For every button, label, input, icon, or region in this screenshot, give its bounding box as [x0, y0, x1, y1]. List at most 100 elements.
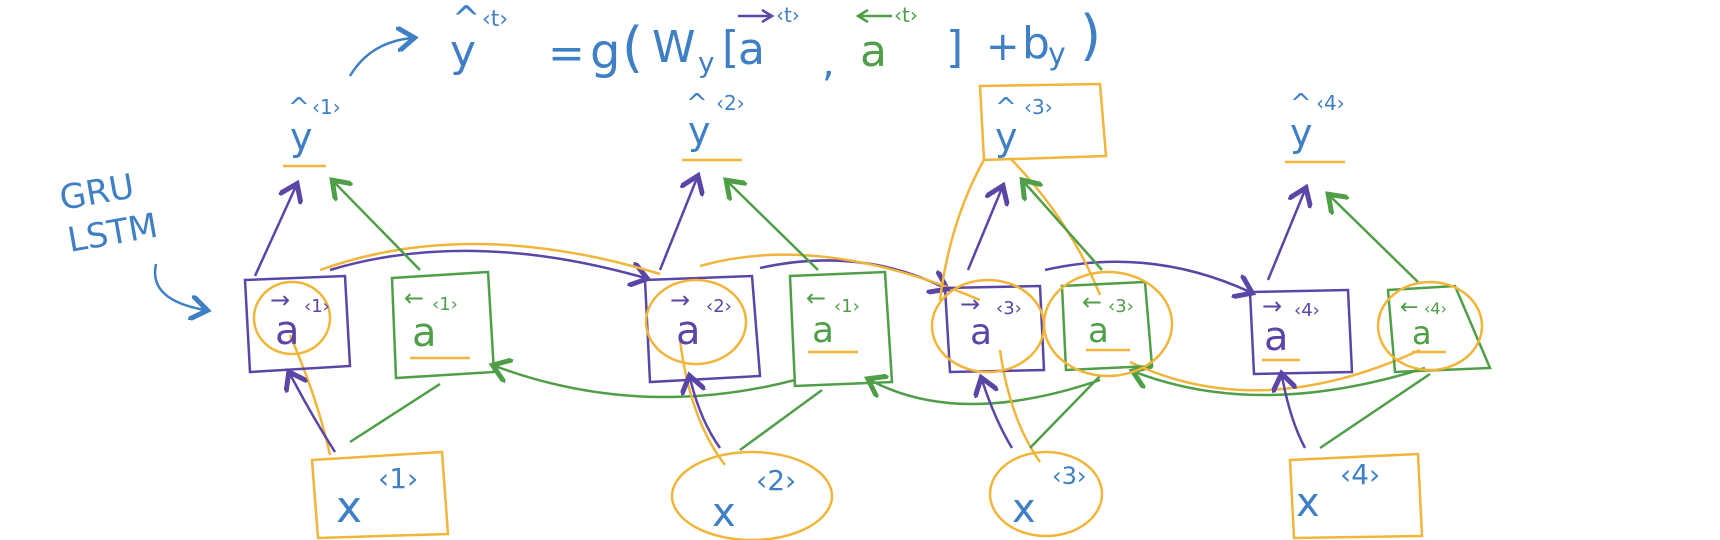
- forward-cell-3: → a ‹3›: [930, 278, 1046, 374]
- cell-box: [243, 274, 352, 374]
- backward-to-output-3: [1024, 182, 1103, 271]
- input-circle: [670, 450, 834, 540]
- cell-box: [1060, 280, 1154, 372]
- formula-t-sup: ‹t›: [482, 7, 508, 32]
- output-hat: ^: [288, 93, 310, 123]
- highlight-forward-1-2: [319, 242, 661, 276]
- gru-lstm-label: GRU LSTM: [57, 166, 161, 260]
- cell-arrow: ←: [806, 284, 826, 312]
- backward-to-output-2: [728, 182, 819, 271]
- backward-cell-1: ← a ‹1›: [390, 270, 496, 380]
- backward-cell-3: ← a ‹3›: [1042, 270, 1174, 378]
- cell-highlight: [1376, 280, 1484, 372]
- formula-a-forward-sup: ‹t›: [776, 3, 800, 27]
- forward-to-output-2: [658, 178, 697, 271]
- cell-arrow: ←: [1400, 295, 1418, 320]
- backward-cell-2: ← a ‹1›: [788, 270, 894, 388]
- vertical-arrows: [253, 178, 1431, 453]
- input-to-backward-3: [1029, 375, 1101, 449]
- output-y2: ^ y ‹2›: [682, 89, 745, 162]
- input-x1: x ‹1›: [310, 450, 450, 540]
- cell-base: a: [1412, 314, 1432, 352]
- input-base: x: [712, 490, 736, 536]
- output-base: y: [688, 109, 711, 153]
- output-base: y: [995, 115, 1018, 159]
- formula-paren-close: ): [1080, 4, 1101, 67]
- input-box: [1288, 452, 1424, 540]
- output-sup: ‹3›: [1024, 95, 1053, 119]
- cell-base: a: [1088, 311, 1109, 351]
- cell-box: [1386, 284, 1492, 374]
- cell-base: a: [812, 310, 834, 351]
- input-x4: x ‹4›: [1288, 452, 1424, 540]
- cell-highlight: [1042, 270, 1174, 378]
- cell-box: [943, 284, 1046, 374]
- input-nodes: x ‹1› x ‹2› x ‹3› x ‹4›: [310, 450, 1424, 540]
- cell-base: a: [1264, 314, 1289, 360]
- formula-bracket-open: [: [722, 22, 739, 73]
- cell-sup: ‹4›: [1294, 300, 1320, 321]
- input-to-backward-4: [1319, 372, 1431, 450]
- backward-link-4-3: [1135, 368, 1426, 397]
- forward-link-3-4: [1044, 260, 1250, 292]
- formula-w-sub: y: [698, 46, 715, 79]
- backward-links: [495, 366, 1426, 406]
- input-x3: x ‹3›: [988, 450, 1104, 538]
- cell-base: a: [412, 310, 437, 356]
- highlight-forward-2-3: [699, 253, 981, 302]
- input-box: [310, 450, 450, 540]
- input-to-forward-2: [690, 378, 722, 449]
- backward-cells: ← a ‹1› ← a ‹1› ← a ‹3› ← a ‹4›: [390, 270, 1492, 388]
- output-hat: ^: [1290, 89, 1312, 119]
- forward-to-output-1: [253, 186, 296, 277]
- input-to-forward-1: [290, 374, 337, 453]
- forward-to-output-4: [1266, 190, 1305, 281]
- forward-cell-2: → a ‹2›: [643, 274, 762, 384]
- cell-arrow: →: [670, 286, 690, 314]
- cell-sup: ‹3›: [996, 298, 1022, 319]
- output-hat: ^: [995, 93, 1017, 123]
- cell-arrow: →: [1262, 292, 1282, 320]
- input-to-backward-2: [739, 388, 823, 452]
- backward-to-output-1: [334, 182, 421, 271]
- formula-a-backward-sup: ‹t›: [894, 3, 918, 27]
- backward-cell-4: ← a ‹4›: [1376, 280, 1492, 374]
- input-to-forward-4: [1282, 376, 1307, 449]
- formula-bracket-close: ]: [946, 22, 963, 73]
- output-sup: ‹2›: [716, 91, 745, 115]
- cell-arrow: ←: [404, 284, 424, 312]
- output-base: y: [290, 115, 313, 159]
- forward-cells: → a ‹1› → a ‹2› → a ‹3› → a ‹4›: [243, 274, 1354, 384]
- cell-sup: ‹1›: [432, 294, 458, 315]
- formula-hat: ^: [452, 0, 481, 39]
- highlight-input-2: [678, 339, 726, 466]
- output-hat: ^: [686, 89, 708, 119]
- output-nodes: ^ y ‹1› ^ y ‹2› ^ y ‹3› ^ y ‹4›: [283, 82, 1345, 168]
- formula-paren-open: (: [622, 16, 643, 79]
- input-circle: [988, 450, 1104, 538]
- cell-highlight: [252, 280, 332, 356]
- output-y4: ^ y ‹4›: [1285, 89, 1345, 164]
- input-base: x: [1296, 480, 1320, 526]
- formula-equals: =: [548, 28, 585, 79]
- formula-forward-arrow: [738, 8, 775, 24]
- cell-box: [643, 274, 762, 384]
- output-y1: ^ y ‹1›: [283, 93, 341, 168]
- formula-comma: ,: [822, 40, 835, 86]
- formula-b: b: [1022, 18, 1050, 69]
- formula-plus: +: [986, 24, 1020, 70]
- input-base: x: [336, 482, 362, 533]
- formula-g: g: [590, 24, 620, 80]
- cell-base: a: [676, 308, 701, 354]
- highlight-up-3: [938, 157, 987, 301]
- backward-link-3-2: [870, 380, 1101, 406]
- output-base: y: [1290, 111, 1313, 155]
- gru-lstm-arrow: [153, 263, 205, 310]
- backward-link-2-1: [495, 366, 796, 399]
- backward-to-output-4: [1330, 196, 1419, 283]
- cell-sup: ‹4›: [1424, 299, 1447, 318]
- input-to-backward-1: [349, 382, 441, 444]
- cell-highlight: [644, 278, 748, 366]
- cell-sup: ‹1›: [304, 296, 330, 317]
- output-y3: ^ y ‹3›: [978, 82, 1108, 162]
